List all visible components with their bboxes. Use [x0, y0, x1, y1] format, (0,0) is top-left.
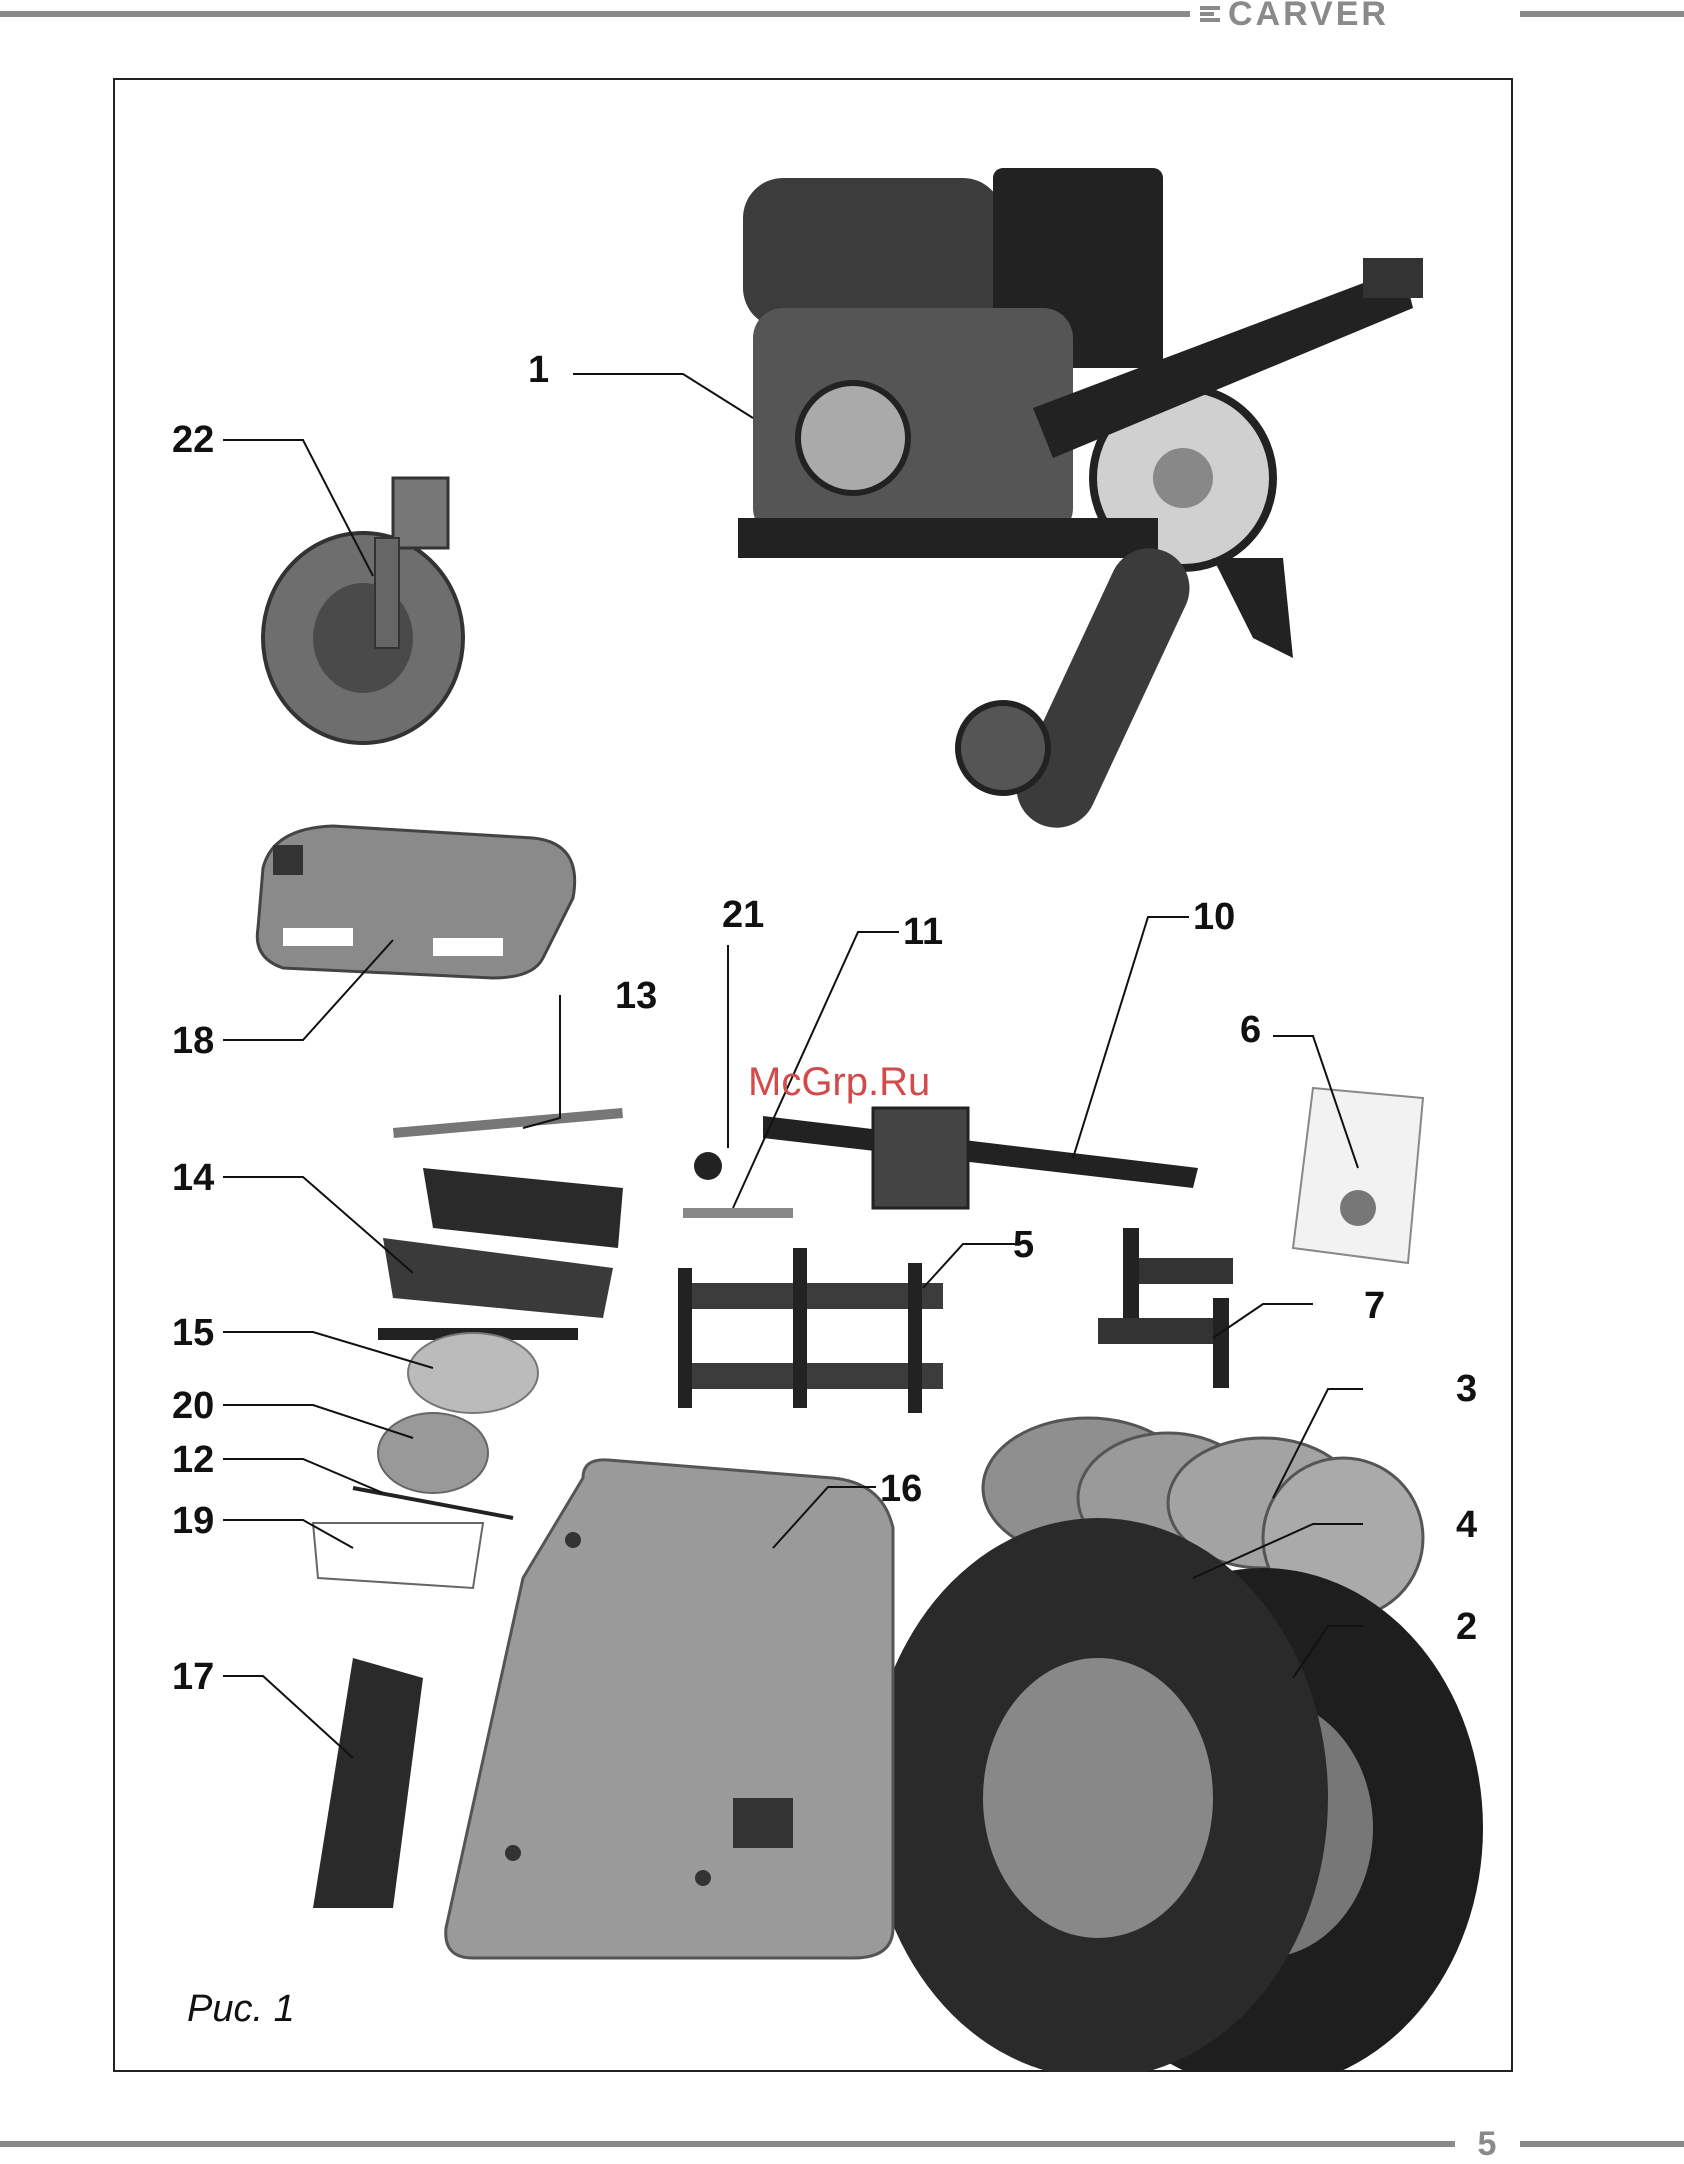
callout-11: 11	[903, 912, 943, 952]
callout-5: 5	[1013, 1225, 1034, 1265]
support-wheel	[263, 478, 463, 743]
callout-17: 17	[172, 1657, 214, 1697]
callout-7: 7	[1364, 1286, 1385, 1326]
hitch	[763, 1108, 1198, 1208]
footer-rule-left	[0, 2141, 1455, 2147]
callout-14: 14	[172, 1158, 214, 1198]
tool-bag	[313, 1658, 423, 1908]
callout-20: 20	[172, 1386, 214, 1426]
callout-15: 15	[172, 1313, 214, 1353]
figure-caption: Рис. 1	[187, 1988, 295, 2031]
callout-22: 22	[172, 420, 214, 460]
shield-plate	[446, 1460, 893, 1958]
axle-pin	[683, 1208, 793, 1218]
footer-rule-right	[1520, 2141, 1684, 2147]
page-number: 5	[1474, 2124, 1500, 2164]
belt-cover	[257, 826, 574, 978]
wheel-hubs	[1098, 1228, 1233, 1388]
manual-booklet	[1293, 1088, 1423, 1263]
callout-3: 3	[1456, 1369, 1477, 1409]
callout-2: 2	[1456, 1607, 1477, 1647]
header-rule-right	[1520, 11, 1684, 17]
callout-16: 16	[880, 1469, 922, 1509]
header-rule-left	[0, 11, 1190, 17]
bolts-bag	[408, 1333, 538, 1413]
callout-18: 18	[172, 1021, 214, 1061]
lever	[393, 1108, 623, 1138]
callout-12: 12	[172, 1440, 214, 1480]
engine-unit	[738, 168, 1423, 841]
callout-19: 19	[172, 1501, 214, 1541]
brand-logo: CARVER	[1200, 0, 1520, 28]
callout-13: 13	[615, 976, 657, 1016]
cap-part	[694, 1152, 722, 1180]
callout-4: 4	[1456, 1505, 1477, 1545]
callout-6: 6	[1240, 1010, 1261, 1050]
pins-bag	[313, 1523, 483, 1588]
callout-1: 1	[528, 350, 549, 390]
tiller-blades	[378, 1168, 623, 1340]
watermark: McGrp.Ru	[748, 1060, 930, 1105]
axle-extensions	[678, 1248, 943, 1413]
callout-21: 21	[722, 895, 764, 935]
brand-mark-icon	[1200, 4, 1220, 24]
callout-10: 10	[1193, 897, 1235, 937]
nuts-bag	[378, 1413, 488, 1493]
brand-name: CARVER	[1228, 0, 1389, 28]
